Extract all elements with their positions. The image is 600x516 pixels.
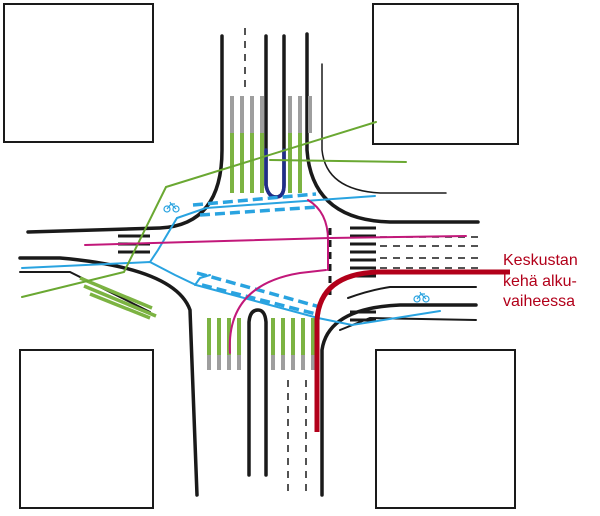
road-edge-east-right-turn	[339, 316, 477, 331]
pedestrian-routes	[21, 121, 407, 298]
building-blocks	[3, 3, 519, 509]
median-islands	[247, 34, 286, 477]
road-edges	[18, 32, 480, 497]
city-ring-note-line-1: Keskustan	[503, 252, 578, 269]
city-ring-note-line-2: kehä alku-	[503, 272, 577, 290]
road-edge-north-west	[26, 34, 224, 234]
road-edge-south-east	[320, 303, 478, 497]
crosswalk-south	[207, 318, 315, 370]
median-south	[247, 308, 268, 477]
road-edge-north-east	[305, 32, 480, 224]
road-edge-north-east-inner	[321, 63, 447, 194]
city-ring-note: Keskustan kehä alku- vaiheessa	[503, 251, 578, 313]
crosswalk-west	[79, 276, 157, 320]
city-ring-note-line-3: vaiheessa	[503, 293, 576, 310]
road-edge-west-lower	[18, 256, 199, 497]
crosswalk-north	[230, 96, 312, 193]
median-north	[264, 34, 286, 199]
road-edge-west-south	[19, 271, 151, 313]
bicycle-icon	[163, 201, 180, 213]
road-edge-east-lower	[347, 286, 477, 299]
bike-crossings	[192, 192, 321, 317]
block-bottom-right	[375, 349, 516, 509]
block-top-left	[3, 3, 154, 143]
median-north-blue	[264, 148, 286, 199]
magenta-routes	[84, 199, 467, 354]
block-top-right	[372, 3, 519, 145]
block-bottom-left	[19, 349, 154, 509]
city-ring-route	[314, 269, 510, 432]
bike-routes	[21, 195, 441, 327]
bicycle-icon	[413, 291, 430, 303]
stop-bars	[118, 226, 376, 322]
